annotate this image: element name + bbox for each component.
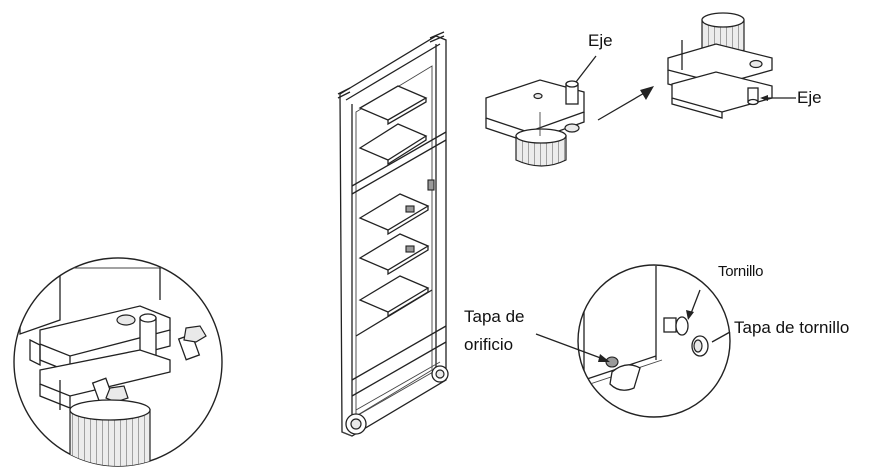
label-eje-right: Eje (797, 88, 822, 107)
shelf (358, 275, 430, 318)
bolt-icon (91, 377, 129, 405)
label-tornillo: Tornillo (718, 263, 764, 280)
label-tapa-de-orificio-line1: Tapa de (464, 307, 525, 326)
label-tapa-de-tornillo: Tapa de tornillo (734, 318, 850, 337)
hole-cap-icon (605, 356, 641, 391)
screw-icon (663, 316, 689, 336)
hinge-assembly-after (667, 12, 796, 119)
label-tapa-de-orificio-line2: orificio (464, 335, 514, 354)
shelf (358, 233, 430, 276)
bolt-icon (177, 325, 207, 361)
left-detail-hinge-closeup (13, 257, 223, 467)
label-tapa-de-orificio: Tapa de orificio (464, 303, 525, 359)
label-eje-top: Eje (588, 31, 613, 50)
shelf (358, 85, 428, 126)
arrow-icon (597, 86, 654, 121)
shelf (358, 193, 430, 236)
shelf (358, 123, 428, 166)
right-detail-screw-closeup (535, 264, 731, 418)
caster-wheel-icon (345, 413, 367, 435)
caster-wheel-icon (431, 365, 449, 383)
hinge-assembly-before (485, 55, 597, 167)
display-cabinet (337, 31, 449, 437)
screw-cap-icon (691, 335, 709, 357)
